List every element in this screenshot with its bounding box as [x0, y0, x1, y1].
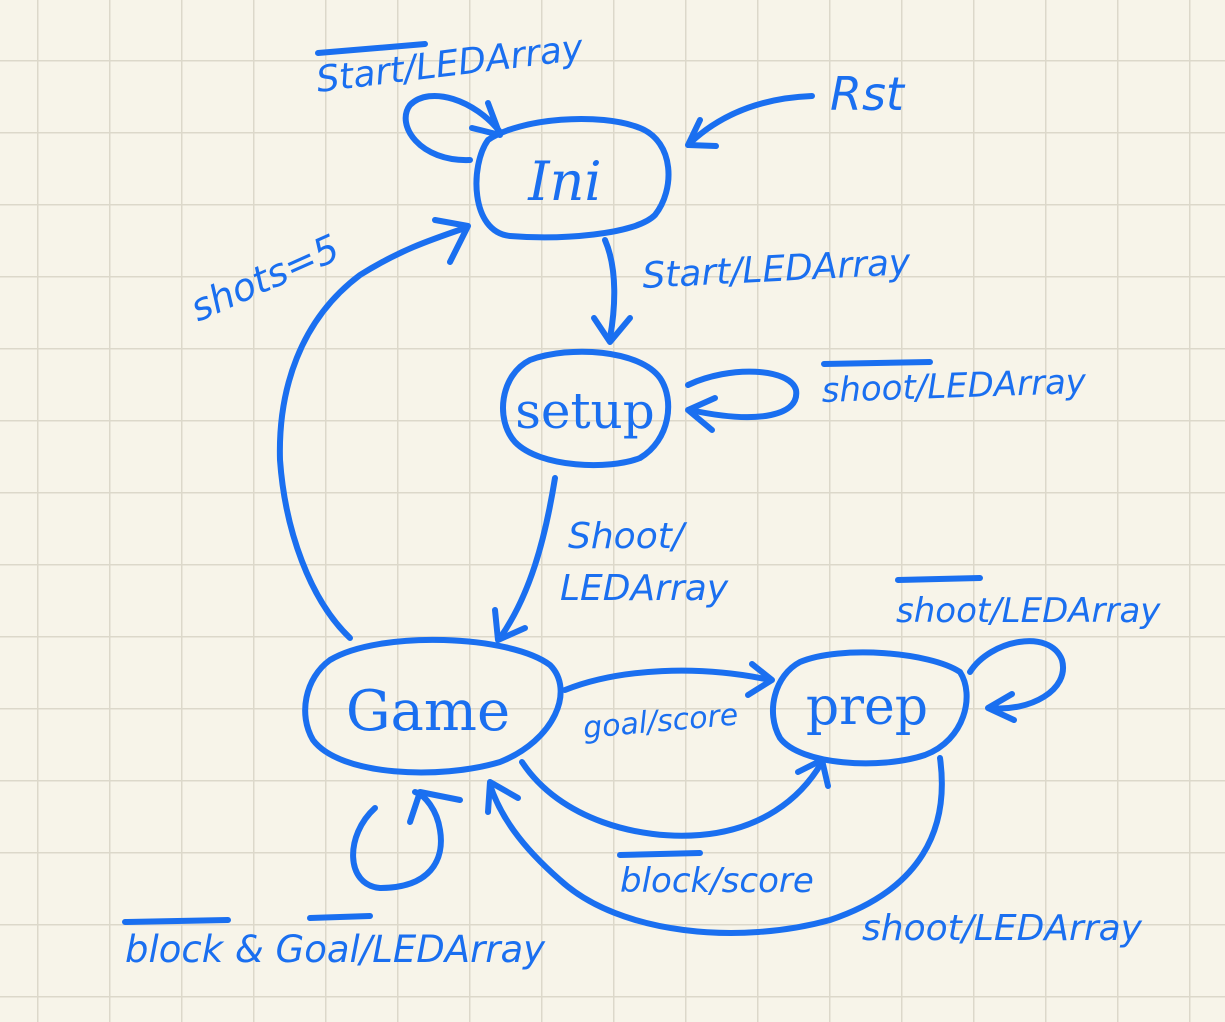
setup-self-loop	[685, 368, 800, 421]
game-self-loop	[350, 789, 444, 891]
game-to-ini-line	[276, 225, 468, 641]
state-prep-outline	[769, 649, 970, 767]
state-game-outline	[302, 636, 564, 776]
transition-game-to-prep: goal/score	[562, 661, 775, 746]
game-to-prep-line	[562, 667, 773, 693]
prep-to-game-block-line	[519, 759, 825, 839]
game-self-overbar-block	[122, 917, 231, 925]
state-game: Game	[302, 636, 564, 776]
reset-arrowhead-icon	[685, 117, 719, 149]
transition-prep-to-game-block: block/score	[519, 757, 831, 901]
ini-self-arrowhead-icon	[469, 100, 503, 138]
reset-transition: Rst	[685, 67, 906, 149]
ini-self-loop	[402, 93, 503, 164]
game-to-prep-label: goal/score	[582, 698, 740, 746]
ini-self-label: Start/LEDArray	[314, 27, 586, 100]
state-setup-label: setup	[515, 382, 655, 440]
game-self-overbar-goal	[307, 913, 373, 921]
state-setup-outline	[500, 348, 672, 468]
state-ini: Ini	[473, 115, 672, 241]
setup-to-game-label-2: LEDArray	[560, 568, 729, 609]
state-prep-label: prep	[806, 677, 928, 737]
setup-self-label: shoot/LEDArray	[821, 362, 1088, 411]
reset-arrow-line	[687, 93, 815, 146]
transition-game-self: block & Goal/LEDArray	[122, 789, 546, 971]
prep-self-overbar	[895, 575, 983, 583]
setup-to-game-arrowhead-icon	[492, 607, 528, 643]
game-self-arrowhead-icon	[407, 789, 463, 825]
game-self-label: block & Goal/LEDArray	[125, 928, 546, 971]
state-setup: setup	[500, 348, 672, 468]
transition-setup-to-game: Shoot/ LEDArray	[492, 475, 729, 643]
transition-prep-to-game-shoot: shoot/LEDArray	[485, 755, 1143, 949]
prep-self-loop	[967, 638, 1067, 712]
state-ini-label: Ini	[527, 150, 601, 213]
game-to-prep-arrowhead-icon	[745, 661, 775, 698]
transition-setup-self: shoot/LEDArray	[685, 359, 1088, 433]
state-game-label: Game	[346, 679, 510, 744]
prep-to-game-block-arrowhead-icon	[795, 757, 831, 789]
prep-to-game-shoot-label: shoot/LEDArray	[862, 908, 1143, 949]
prep-self-arrowhead-icon	[985, 691, 1017, 723]
setup-self-arrowhead-icon	[685, 395, 718, 433]
ini-to-setup-arrowhead-icon	[591, 315, 633, 345]
transition-game-to-ini: shots=5	[184, 217, 471, 641]
state-prep: prep	[769, 649, 970, 767]
prep-to-game-block-overbar	[617, 850, 703, 858]
reset-label: Rst	[830, 67, 906, 121]
transition-ini-to-setup: Start/LEDArray	[591, 237, 912, 345]
state-ini-outline	[473, 115, 672, 241]
ini-to-setup-line	[602, 237, 618, 341]
setup-to-game-label-1: Shoot/	[568, 516, 688, 557]
game-to-ini-arrowhead-icon	[432, 217, 471, 265]
prep-self-label: shoot/LEDArray	[896, 591, 1161, 631]
prep-to-game-shoot-line	[487, 755, 945, 936]
setup-to-game-line	[497, 475, 558, 641]
prep-to-game-shoot-arrowhead-icon	[485, 779, 521, 815]
transition-ini-self: Start/LEDArray	[314, 27, 586, 164]
prep-to-game-block-label: block/score	[620, 861, 814, 901]
ini-to-setup-label: Start/LEDArray	[641, 242, 912, 297]
ini-self-overbar	[315, 41, 428, 56]
setup-self-overbar	[821, 359, 933, 367]
transition-prep-self: shoot/LEDArray	[895, 575, 1161, 723]
